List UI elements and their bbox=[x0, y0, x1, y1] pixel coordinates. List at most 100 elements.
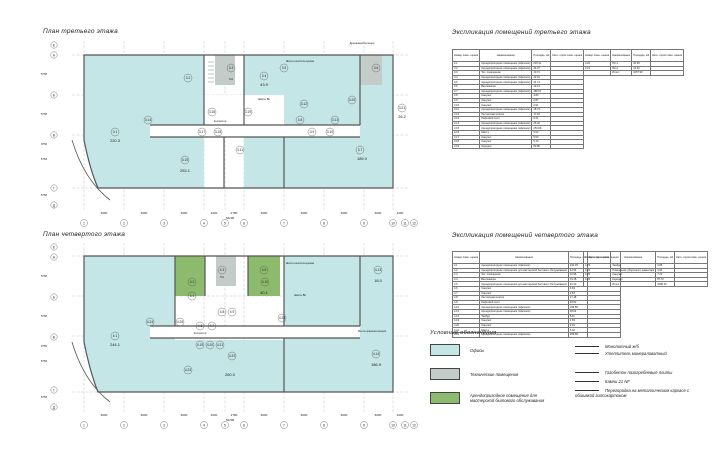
room-number: 4.6 bbox=[198, 324, 203, 328]
plan4-curve-facade bbox=[71, 341, 111, 403]
room-marker bbox=[330, 115, 340, 125]
expl3-side-header-cell: Площадь, м2 bbox=[631, 49, 652, 62]
room-marker bbox=[217, 307, 227, 317]
room-number: 4.10 bbox=[262, 280, 268, 284]
axis-label-number: 7 bbox=[283, 424, 285, 428]
axis-label-letter: Д bbox=[53, 405, 56, 409]
axis-label-letter: Е bbox=[53, 245, 55, 249]
expl3-cell: Коридор bbox=[479, 143, 533, 150]
plan-note: Дренажный колодец bbox=[350, 41, 375, 45]
legend-item: Технические помещения bbox=[430, 368, 560, 380]
axis-marker-number bbox=[120, 421, 128, 429]
axis-label-number: 9 bbox=[363, 424, 365, 428]
plan4-corridor bbox=[150, 326, 360, 338]
plan-note: Тип bbox=[220, 275, 225, 279]
expl4-side-row: Итого:1088.15 bbox=[582, 281, 709, 287]
dimension-label: 4200 bbox=[397, 413, 404, 417]
plan-note: Коллектор bbox=[194, 331, 207, 335]
expl4-side-cell: Итого: bbox=[610, 281, 657, 287]
room-number: 4.20 bbox=[207, 343, 213, 347]
plan3-tech-shaft bbox=[215, 55, 235, 85]
dimension-label: 6000 bbox=[181, 211, 188, 215]
expl3-cell bbox=[550, 143, 585, 150]
room-marker bbox=[279, 63, 289, 73]
axis-label-number: 3 bbox=[163, 424, 165, 428]
legend-line-item: Перегородка на металлическом каркасе с о… bbox=[575, 388, 705, 398]
axis-marker-number bbox=[280, 421, 288, 429]
axis-marker-number bbox=[80, 421, 88, 429]
axis-marker-number bbox=[221, 421, 229, 429]
room-marker bbox=[226, 63, 236, 73]
plan-note: Шахта неиспользуемая bbox=[286, 59, 315, 63]
room-number: 3.17 bbox=[199, 130, 205, 134]
dimension-label: 6000 bbox=[341, 413, 348, 417]
room-marker bbox=[213, 127, 223, 137]
axis-marker-number bbox=[200, 219, 208, 227]
legend-line-item: Монолитный ж/б bbox=[575, 344, 705, 349]
room-marker bbox=[195, 340, 205, 350]
expl4-title: Экспликация помещений четвертого этажа bbox=[452, 232, 599, 239]
room-number: 4.2 bbox=[190, 280, 195, 284]
dimension-label: 6000 bbox=[375, 211, 382, 215]
plan3-tech-vent bbox=[360, 55, 382, 85]
axis-label-number: 2 bbox=[123, 222, 125, 226]
axis-label-number: 1 bbox=[83, 222, 85, 226]
legend-title: Условные обозначения bbox=[430, 330, 497, 336]
expl4-side-header-cell: Номер поме- щения bbox=[582, 251, 612, 264]
room-marker bbox=[299, 99, 309, 109]
room-area: 244.1 bbox=[110, 342, 121, 347]
dimension-label-vertical: 5750 bbox=[41, 359, 48, 363]
room-marker bbox=[217, 265, 227, 275]
room-number: 3.10 bbox=[327, 130, 333, 134]
axis-marker-number bbox=[160, 421, 168, 429]
axis-marker-number bbox=[80, 219, 88, 227]
axis-marker-number bbox=[320, 421, 328, 429]
room-marker bbox=[371, 349, 381, 359]
plan3-office-west bbox=[84, 55, 204, 188]
plan4-title: План четвертого этажа bbox=[43, 231, 126, 238]
dimension-label: 6000 bbox=[181, 413, 188, 417]
dimension-label: 6000 bbox=[101, 211, 108, 215]
axis-marker-letter bbox=[50, 91, 58, 99]
room-number: 3.2 bbox=[186, 76, 191, 80]
axis-label-letter: А bbox=[53, 255, 56, 259]
room-number: 4.23 bbox=[185, 368, 191, 372]
room-number: 3.4 bbox=[262, 74, 267, 78]
axis-marker-number bbox=[320, 219, 328, 227]
axis-label-number: 10 bbox=[391, 424, 395, 428]
axis-label-number: 8 bbox=[323, 424, 325, 428]
room-marker bbox=[371, 63, 381, 73]
axis-marker-letter bbox=[50, 333, 58, 341]
room-number: 4.25 bbox=[279, 316, 285, 320]
room-marker bbox=[110, 127, 120, 137]
plan4-office-west bbox=[84, 256, 175, 392]
axis-marker-number bbox=[280, 219, 288, 227]
axis-marker-number bbox=[240, 219, 248, 227]
dimension-label: 6000 bbox=[141, 413, 148, 417]
room-marker bbox=[259, 265, 269, 275]
expl3-side-header-cell: Кате- гория поме- щения bbox=[650, 49, 685, 62]
room-area: 220.3 bbox=[110, 138, 121, 143]
room-marker bbox=[397, 103, 407, 113]
room-area: 186.9 bbox=[371, 362, 382, 367]
expl4-side-cell bbox=[582, 281, 612, 287]
plan-note: Места хранения вещей bbox=[358, 329, 387, 333]
legend-swatch bbox=[430, 344, 460, 356]
room-area: 260.0 bbox=[225, 372, 236, 377]
expl3-side-cell bbox=[650, 70, 685, 76]
room-number: 3.16 bbox=[209, 110, 215, 114]
plan-note: Шахты ВК bbox=[258, 97, 271, 101]
dimension-label: 6000 bbox=[101, 413, 108, 417]
plan-note: Шахта неиспользуемая bbox=[286, 261, 315, 265]
axis-marker-number bbox=[360, 219, 368, 227]
room-area: 253.1 bbox=[180, 168, 191, 173]
expl3-side-row: Итого:1057.90 bbox=[582, 70, 685, 76]
expl3-cell: 3.19 bbox=[451, 143, 481, 150]
room-marker bbox=[373, 265, 383, 275]
room-marker bbox=[145, 317, 155, 327]
dimension-label-vertical: 9750 bbox=[41, 142, 48, 146]
room-number: 3.14 bbox=[145, 118, 151, 122]
axis-label-letter: Е bbox=[53, 43, 55, 47]
axis-label-letter: Б bbox=[53, 295, 55, 299]
